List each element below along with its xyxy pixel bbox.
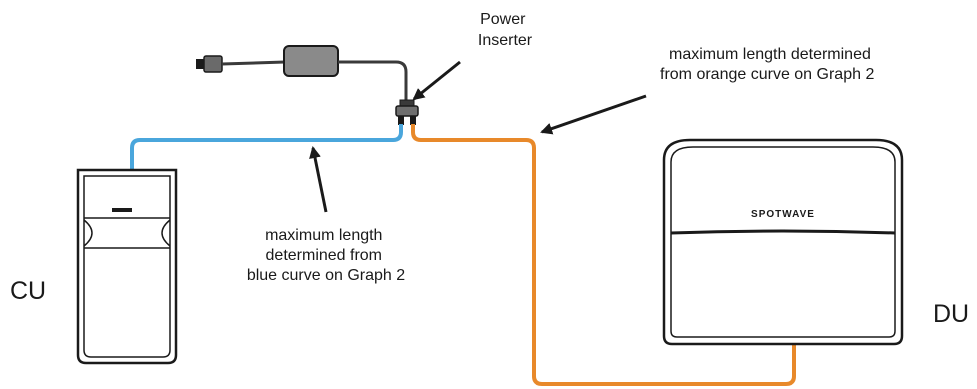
du-inner-outline bbox=[670, 146, 896, 338]
du-device: SPOTWAVE bbox=[662, 138, 904, 346]
label-power-inserter-line1: Power bbox=[480, 11, 526, 28]
label-power-inserter-line2: Inserter bbox=[478, 32, 533, 49]
label-blue-note-line3: blue curve on Graph 2 bbox=[247, 267, 405, 284]
power-inserter bbox=[395, 99, 419, 125]
label-orange-note-line1: maximum length determined bbox=[669, 46, 871, 63]
plug-prongs bbox=[196, 59, 206, 69]
plug-head bbox=[203, 55, 223, 73]
du-brand-logo: SPOTWAVE bbox=[751, 209, 815, 220]
inserter-port-right bbox=[410, 116, 416, 125]
cu-inner-outline bbox=[83, 175, 171, 358]
ac-cord bbox=[221, 60, 286, 66]
du-divider bbox=[670, 229, 896, 235]
arrow-power-inserter bbox=[412, 60, 461, 101]
arrow-blue-note bbox=[309, 146, 328, 213]
cu-device bbox=[76, 168, 178, 365]
orange-cable bbox=[411, 124, 796, 386]
label-blue-note-line2: determined from bbox=[266, 247, 383, 264]
label-power-inserter: Power Inserter bbox=[478, 11, 533, 49]
cu-band-curve-right bbox=[161, 219, 171, 247]
inserter-port-left bbox=[398, 116, 404, 125]
label-orange-note: maximum length determined from orange cu… bbox=[660, 46, 875, 83]
adapter-brick bbox=[283, 45, 339, 77]
label-orange-note-line2: from orange curve on Graph 2 bbox=[660, 66, 874, 83]
du-outline bbox=[662, 138, 904, 346]
inserter-body bbox=[395, 105, 419, 117]
label-blue-note: maximum length determined from blue curv… bbox=[247, 227, 405, 284]
power-adapter bbox=[196, 45, 408, 102]
cu-outline bbox=[76, 168, 178, 365]
cu-band-curve-left bbox=[83, 219, 93, 247]
cu-indicator bbox=[112, 208, 132, 212]
dc-cord bbox=[338, 60, 408, 102]
blue-cable bbox=[130, 124, 403, 170]
arrow-orange-note bbox=[540, 94, 647, 135]
label-cu: CU bbox=[10, 277, 46, 305]
label-du: DU bbox=[933, 300, 969, 328]
label-blue-note-line1: maximum length bbox=[265, 227, 382, 244]
